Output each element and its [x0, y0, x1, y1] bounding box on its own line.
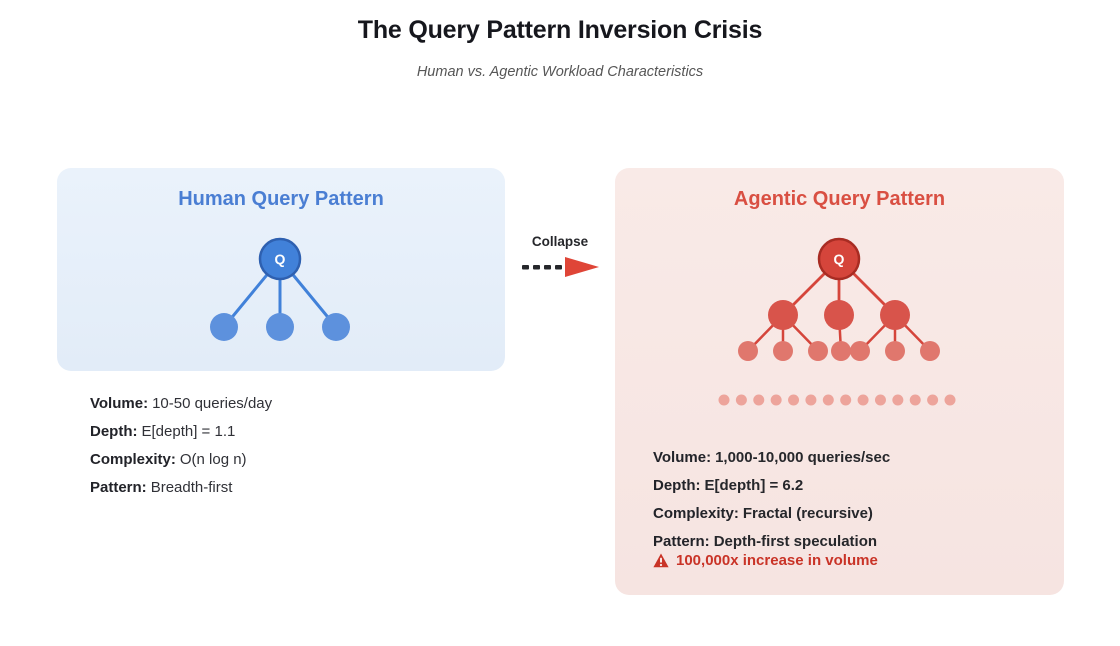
svg-text:Q: Q — [275, 251, 286, 267]
human-pattern-panel: Q Human Query Pattern — [57, 168, 505, 371]
page-subtitle: Human vs. Agentic Workload Characteristi… — [416, 64, 704, 80]
svg-text:Q: Q — [834, 251, 845, 267]
stat-value: Depth-first speculation — [713, 533, 878, 550]
volume-warning: 100,000x increase in volume — [653, 552, 878, 569]
collapse-arrow-icon — [522, 257, 599, 277]
agentic-pattern-panel: Q Agentic Query Pattern Volume:1,000-10,… — [615, 168, 1064, 595]
agentic-stat-depth: Depth:E[depth] = 6.2 — [653, 472, 890, 500]
collapse-label: Collapse — [531, 234, 589, 249]
human-stat-complexity: Complexity:O(n log n) — [90, 446, 272, 474]
stat-value: E[depth] = 1.1 — [141, 423, 236, 440]
stat-label: Pattern: — [90, 479, 147, 496]
agentic-stat-complexity: Complexity:Fractal (recursive) — [653, 500, 890, 528]
human-stat-volume: Volume:10-50 queries/day — [90, 390, 272, 418]
page-title: The Query Pattern Inversion Crisis — [357, 16, 763, 44]
stat-value: Breadth-first — [150, 479, 233, 496]
stat-value: Fractal (recursive) — [742, 505, 873, 522]
stat-label: Volume: — [653, 449, 712, 466]
stat-value: O(n log n) — [179, 451, 247, 468]
human-stat-depth: Depth:E[depth] = 1.1 — [90, 418, 272, 446]
collapse-annotation: Collapse — [516, 234, 604, 278]
agentic-stats-list: Volume:1,000-10,000 queries/sec Depth:E[… — [653, 444, 890, 556]
stat-label: Complexity: — [653, 505, 739, 522]
stat-value: E[depth] = 6.2 — [704, 477, 804, 494]
stat-value: 1,000-10,000 queries/sec — [715, 449, 891, 466]
agentic-panel-title: Agentic Query Pattern — [733, 188, 946, 210]
warning-icon — [653, 553, 669, 568]
agentic-stat-volume: Volume:1,000-10,000 queries/sec — [653, 444, 890, 472]
human-panel-title: Human Query Pattern — [178, 188, 384, 210]
warning-text: 100,000x increase in volume — [676, 552, 878, 569]
stat-label: Depth: — [653, 477, 701, 494]
human-stats-list: Volume:10-50 queries/day Depth:E[depth] … — [90, 390, 272, 502]
stat-label: Pattern: — [653, 533, 710, 550]
stat-label: Complexity: — [90, 451, 176, 468]
stat-value: 10-50 queries/day — [152, 395, 273, 412]
human-stat-pattern: Pattern:Breadth-first — [90, 474, 272, 502]
stat-label: Volume: — [90, 395, 149, 412]
stat-label: Depth: — [90, 423, 138, 440]
agentic-stat-pattern: Pattern:Depth-first speculation — [653, 528, 890, 556]
